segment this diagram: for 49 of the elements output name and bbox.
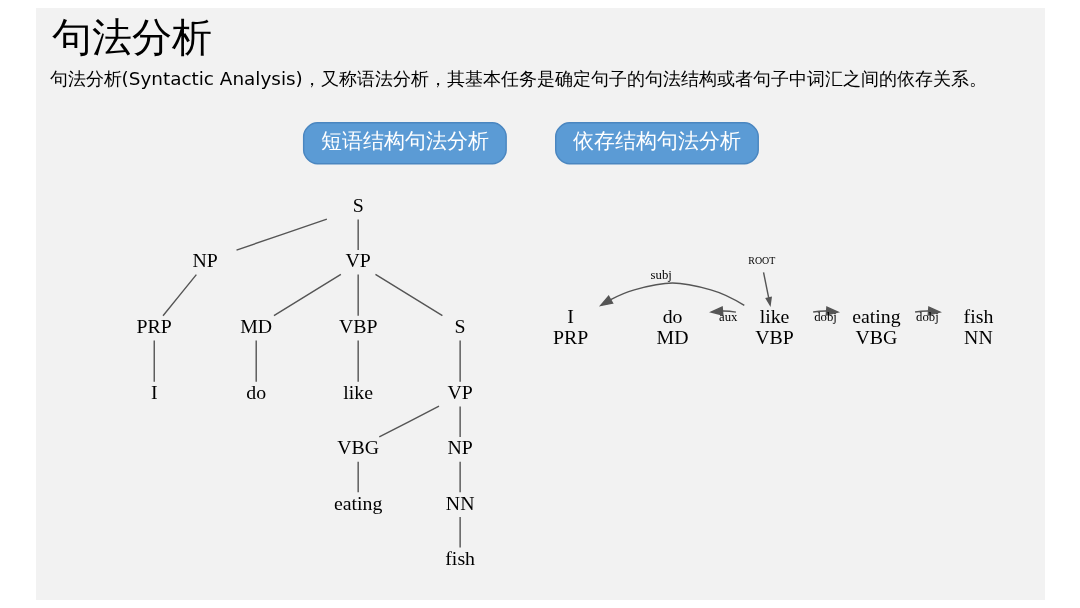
node-text: like bbox=[342, 381, 373, 404]
node-text: MD bbox=[239, 315, 272, 338]
node-text: I PRP bbox=[552, 304, 588, 348]
node-text: NN bbox=[445, 491, 474, 514]
node-text: do MD bbox=[656, 304, 689, 348]
node-text: ROOT bbox=[747, 255, 775, 267]
connector bbox=[356, 461, 359, 493]
connector bbox=[356, 339, 359, 383]
node-box: 依存结构句法分析 bbox=[554, 122, 759, 165]
node-text: VP bbox=[345, 249, 371, 272]
node-box: 短语结构句法分析 bbox=[302, 122, 507, 165]
connector bbox=[378, 405, 440, 438]
node-text: eating VBG bbox=[851, 304, 901, 348]
arrow bbox=[598, 282, 745, 307]
edge-label: aux bbox=[718, 310, 737, 325]
node-text: fish bbox=[444, 546, 475, 569]
node-text: like VBP bbox=[754, 304, 794, 348]
node-text: S bbox=[454, 315, 466, 338]
label: 句法分析(Syntactic Analysis)，又称语法分析，其基本任务是确定句子的句法结构或者句子中词汇之间的依存关系。 bbox=[49, 68, 987, 90]
connector bbox=[153, 339, 155, 383]
edge-label: subj bbox=[650, 268, 672, 283]
arrow bbox=[762, 271, 772, 308]
node-text: do bbox=[245, 381, 266, 404]
connector bbox=[374, 273, 443, 317]
connector bbox=[161, 273, 197, 317]
connector bbox=[356, 273, 359, 317]
connector bbox=[255, 339, 257, 383]
connector bbox=[458, 405, 461, 438]
node-text: PRP bbox=[136, 315, 172, 338]
connector bbox=[458, 461, 461, 493]
connector bbox=[235, 218, 328, 251]
edge-label: dobj bbox=[915, 310, 939, 325]
arrow bbox=[708, 306, 737, 316]
node-text: VP bbox=[446, 381, 473, 404]
connector bbox=[458, 339, 461, 383]
connector bbox=[272, 273, 342, 317]
connector bbox=[356, 218, 359, 251]
node-text: VBP bbox=[338, 315, 377, 338]
connector bbox=[458, 516, 461, 549]
node-text: NP bbox=[446, 436, 473, 459]
node-text: eating bbox=[333, 491, 382, 514]
arrow bbox=[811, 306, 840, 316]
edge-label: dobj bbox=[813, 310, 837, 325]
node-text: fish NN bbox=[963, 304, 993, 348]
node-text: S bbox=[352, 194, 364, 217]
node-text: VBG bbox=[336, 436, 379, 459]
node-text: I bbox=[150, 381, 158, 404]
node-text: NP bbox=[192, 249, 218, 272]
diagram-title: 句法分析 bbox=[51, 14, 212, 61]
